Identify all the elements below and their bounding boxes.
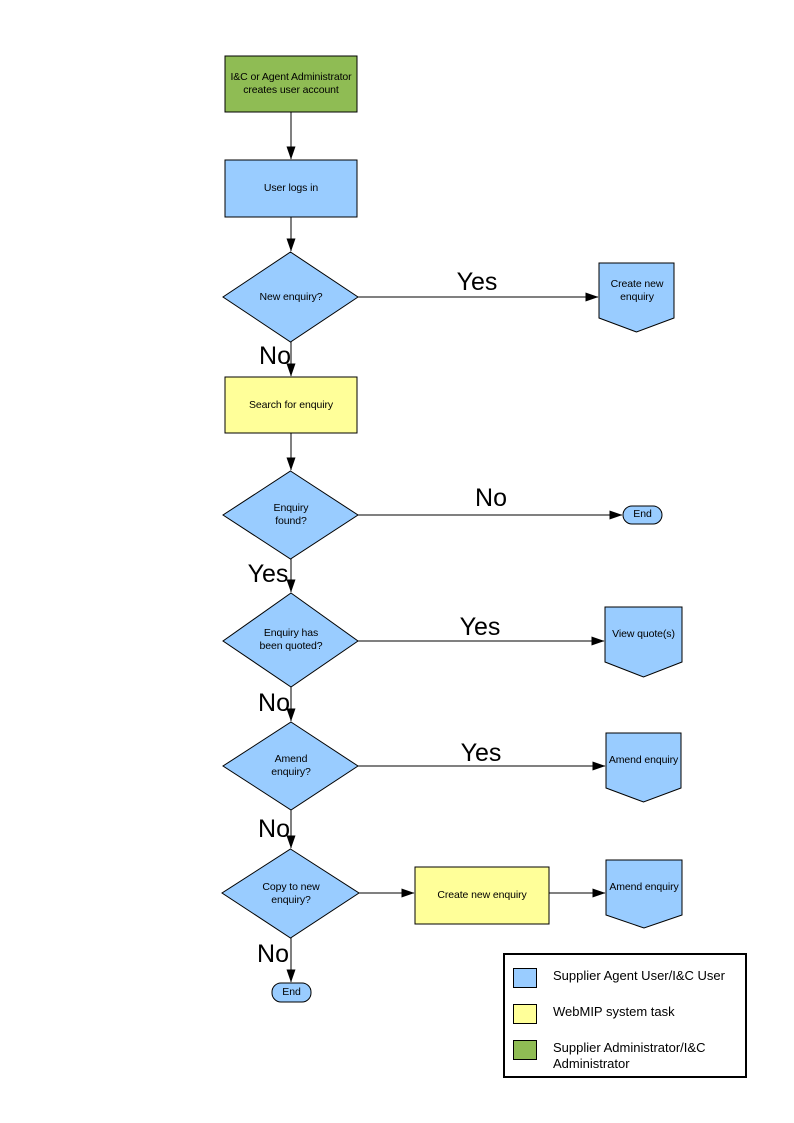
node-view-quotes-shape [604, 606, 683, 678]
edge-label-amend-yes: Yes [460, 739, 502, 767]
legend-swatch-system-icon [513, 1004, 537, 1024]
legend-label-system: WebMIP system task [553, 1004, 675, 1019]
legend: Supplier Agent User/I&C User WebMIP syst… [503, 953, 747, 1078]
node-amend-decision-shape [222, 721, 359, 811]
node-create-new-enquiry-shape [598, 262, 675, 333]
node-new-enquiry-shape [222, 251, 359, 343]
legend-swatch-user-icon [513, 968, 537, 988]
edge-label-quoted-yes: Yes [459, 613, 501, 641]
node-end-1-shape [622, 505, 663, 525]
node-create-new-enquiry-2-shape [414, 866, 550, 925]
legend-label-user: Supplier Agent User/I&C User [553, 968, 725, 983]
edge-label-enquiry-found-yes: Yes [247, 560, 289, 588]
edge-label-enquiry-found-no: No [475, 484, 507, 512]
legend-item-user: Supplier Agent User/I&C User [513, 968, 743, 988]
edge-label-new-enquiry-no: No [259, 342, 291, 370]
edge-label-amend-no: No [258, 815, 290, 843]
legend-swatch-admin-icon [513, 1040, 537, 1060]
node-enquiry-quoted-shape [222, 592, 359, 688]
legend-label-admin: Supplier Administrator/I&C Administrator [553, 1040, 706, 1071]
legend-item-system: WebMIP system task [513, 1004, 743, 1024]
edge-label-new-enquiry-yes: Yes [456, 268, 498, 296]
node-amend-enquiry-2-shape [605, 859, 683, 929]
node-user-logs-in-shape [224, 159, 358, 218]
node-search-for-enquiry-shape [224, 376, 358, 434]
node-create-account-shape [224, 55, 358, 113]
edge-label-copy-no: No [257, 940, 289, 968]
node-enquiry-found-shape [222, 470, 359, 560]
node-copy-to-new-enquiry-shape [221, 848, 360, 939]
node-amend-enquiry-1-shape [605, 732, 682, 803]
legend-item-admin: Supplier Administrator/I&C Administrator [513, 1040, 743, 1072]
edge-label-quoted-no: No [258, 689, 290, 717]
node-end-2-shape [271, 982, 312, 1003]
